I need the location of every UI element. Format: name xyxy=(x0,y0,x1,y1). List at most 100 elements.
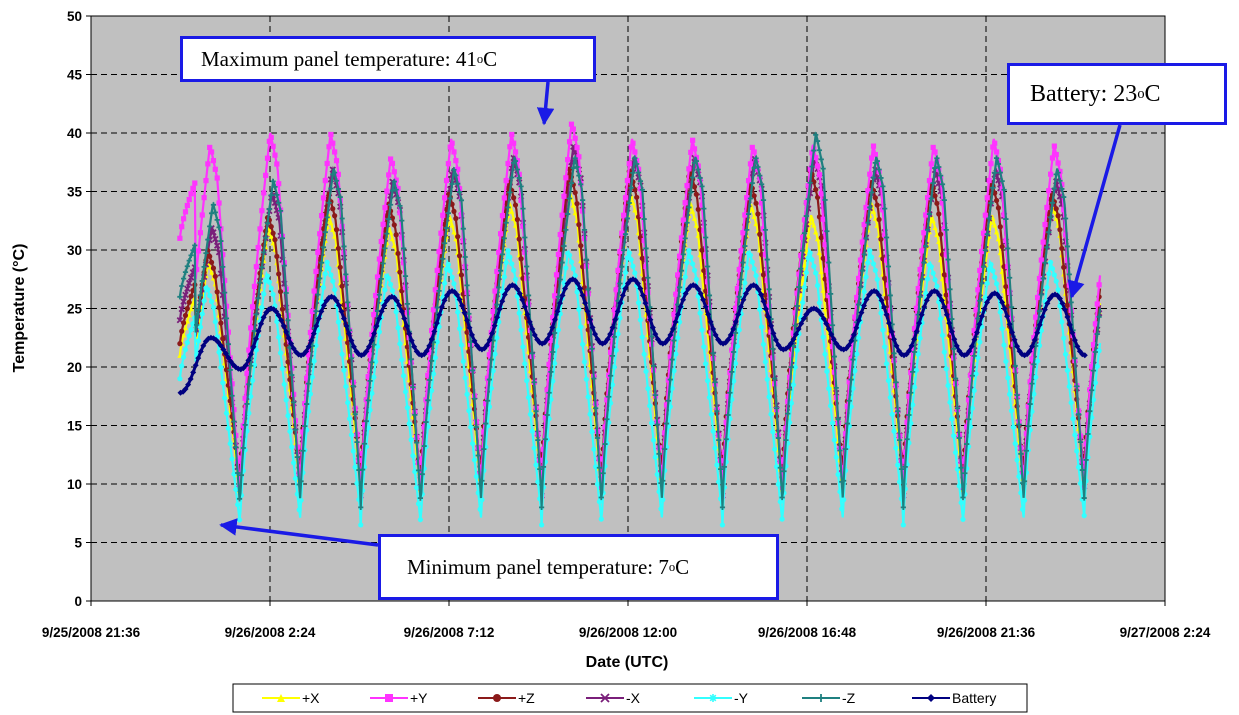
series-point--Y xyxy=(449,274,455,280)
series-point--Z xyxy=(1049,200,1056,206)
series-point-Battery xyxy=(820,315,827,322)
series-point--Y xyxy=(231,471,237,477)
series-point-+Y xyxy=(309,308,315,314)
series-point-Battery xyxy=(793,331,800,338)
series-point--Z xyxy=(512,158,519,164)
series-point-+Y xyxy=(680,217,686,223)
series-point-+X xyxy=(449,222,455,228)
series-point-+Y xyxy=(563,175,569,181)
series-point--Y xyxy=(1007,391,1013,397)
series-point--Z xyxy=(1057,178,1063,184)
series-point-+Y xyxy=(945,277,951,284)
series-point--Y xyxy=(1021,497,1028,503)
series-point--Z xyxy=(438,272,444,278)
annotation-battery-text: Battery: 23 xyxy=(1030,80,1138,107)
series-point-Battery xyxy=(707,318,714,325)
series-point-Battery xyxy=(1004,313,1011,320)
series-point--Y xyxy=(565,250,571,256)
series-point-+X xyxy=(572,209,578,216)
series-point-Battery xyxy=(971,336,978,343)
series-point--Z xyxy=(993,155,1000,161)
series-point-+Y xyxy=(943,252,949,258)
series-point-+Y xyxy=(1040,239,1046,245)
series-point--Z xyxy=(578,181,584,187)
series-point--X xyxy=(184,285,191,293)
series-point--Y xyxy=(503,260,509,266)
series-point-+Y xyxy=(511,140,517,146)
series-point-Battery xyxy=(951,336,958,343)
series-point--Z xyxy=(596,465,603,471)
series-point--Y xyxy=(883,361,890,367)
series-point--Y xyxy=(348,432,355,438)
series-point--Z xyxy=(965,416,972,422)
series-point-+Z xyxy=(936,211,942,217)
series-point--Z xyxy=(643,245,649,252)
series-point--Y xyxy=(557,311,563,317)
series-point-+X xyxy=(813,229,819,235)
series-point-+Y xyxy=(324,160,330,167)
series-point-+Y xyxy=(883,257,890,263)
series-point--Z xyxy=(281,263,287,269)
series-point--Z xyxy=(537,466,543,472)
series-point--Y xyxy=(954,466,961,472)
series-point--Z xyxy=(1001,187,1007,193)
series-point--Y xyxy=(279,366,286,372)
series-point--Y xyxy=(768,411,774,417)
series-point-+Y xyxy=(565,157,571,163)
series-point--Z xyxy=(374,308,381,314)
series-point-+Z xyxy=(755,211,761,217)
series-point--Z xyxy=(874,158,880,164)
series-point--Z xyxy=(695,166,701,173)
series-point--Z xyxy=(684,220,690,226)
series-point--Y xyxy=(952,449,959,456)
series-point--Z xyxy=(718,466,724,472)
series-point--Z xyxy=(1040,275,1046,282)
series-point--Z xyxy=(365,397,371,404)
series-point-+Z xyxy=(330,206,336,212)
series-point--Y xyxy=(977,339,983,345)
series-point-Battery xyxy=(519,296,526,303)
series-point--Y xyxy=(1023,469,1029,476)
series-point--Z xyxy=(242,422,248,428)
series-point--Z xyxy=(1066,271,1072,278)
series-point--Z xyxy=(546,390,552,396)
series-point--Y xyxy=(346,416,353,422)
series-point-+Y xyxy=(801,217,808,223)
series-point-Battery xyxy=(677,303,684,310)
y-tick-label: 45 xyxy=(67,68,83,83)
series-point--Z xyxy=(943,227,949,233)
series-point--Y xyxy=(939,332,946,338)
series-point--Z xyxy=(583,256,589,263)
series-point-Battery xyxy=(710,325,717,332)
y-tick-label: 20 xyxy=(67,360,82,375)
series-point-+Y xyxy=(863,204,869,211)
series-point--Y xyxy=(492,351,498,357)
series-point-Battery xyxy=(592,331,599,338)
series-point-+Z xyxy=(516,236,522,242)
series-point--Y xyxy=(1005,375,1011,381)
series-point-Battery xyxy=(855,317,862,324)
series-point--Z xyxy=(630,170,636,176)
series-point--Y xyxy=(630,263,636,269)
series-point-Battery xyxy=(197,348,204,355)
series-point--Y xyxy=(639,334,645,340)
series-point-+Y xyxy=(365,374,371,380)
series-point-+Y xyxy=(870,143,877,149)
series-point-+Y xyxy=(483,401,489,407)
series-point--Y xyxy=(895,462,901,468)
series-point--Y xyxy=(800,299,806,306)
series-point-+Z xyxy=(277,288,284,295)
series-point--Y xyxy=(475,490,481,496)
series-point--Z xyxy=(727,390,733,396)
series-point--Z xyxy=(434,304,440,311)
y-tick-label: 50 xyxy=(67,9,82,24)
series-point-Battery xyxy=(491,322,498,329)
series-point--Z xyxy=(222,290,228,296)
series-point-+X xyxy=(809,215,815,221)
series-point-Battery xyxy=(496,305,503,312)
series-point-Battery xyxy=(787,340,794,347)
series-point-+Y xyxy=(663,402,670,408)
series-point--Y xyxy=(242,447,248,453)
series-point--Z xyxy=(731,349,737,355)
series-point--Y xyxy=(814,282,821,289)
